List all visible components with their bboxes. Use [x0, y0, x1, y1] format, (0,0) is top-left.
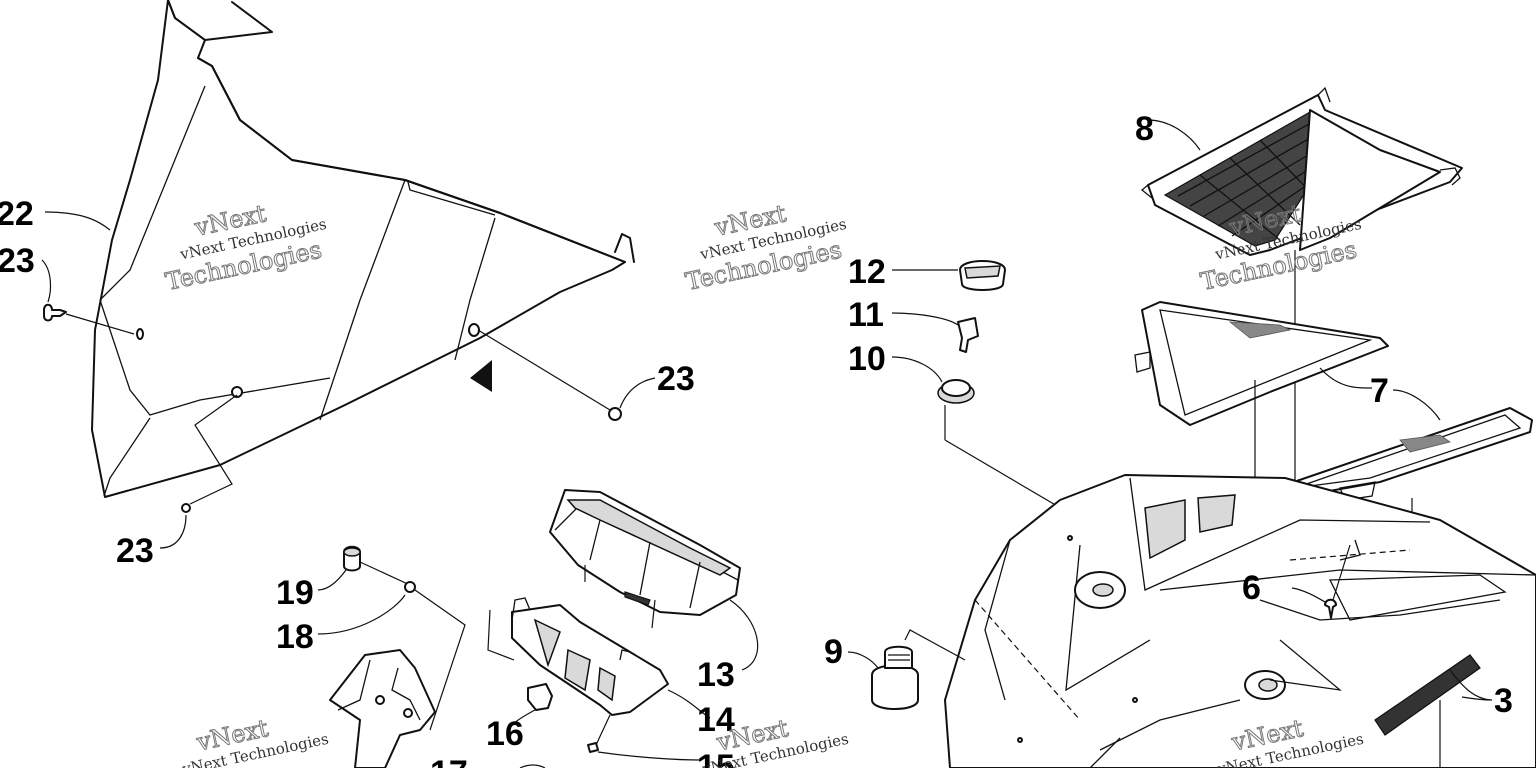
leader-22 [44, 211, 111, 231]
watermark-bottom-left: vNext vNext Technologies [180, 714, 330, 768]
callout-7: 7 [1370, 372, 1389, 410]
leader-23-right [619, 377, 656, 409]
bolt-part-16 [511, 683, 553, 726]
leader-3b [1449, 669, 1491, 701]
callout-18: 18 [276, 618, 314, 656]
watermark-top-left: vNext vNext Technologies Technologies [163, 199, 329, 297]
callout-9: 9 [824, 633, 843, 671]
arrow-marker-icon [470, 360, 492, 392]
callout-8: 8 [1135, 110, 1154, 148]
windshield-part-22 [91, 0, 635, 498]
callout-19: 19 [276, 574, 314, 612]
screw-part-23-left [43, 303, 135, 335]
leader-23-left [41, 259, 52, 303]
callout-12: 12 [848, 253, 886, 291]
leader-3 [1461, 696, 1493, 701]
callout-17: 17 [430, 754, 468, 768]
callout-11: 11 [848, 296, 884, 334]
callout-13: 13 [697, 656, 735, 694]
leader-11 [891, 312, 959, 326]
bolt-part-19 [317, 545, 411, 591]
callout-23-left: 23 [0, 242, 35, 280]
lid-part-7-left [1134, 301, 1389, 505]
callout-14: 14 [697, 701, 735, 739]
callout-10: 10 [848, 340, 886, 378]
key-cap-part-12 [959, 260, 1006, 291]
callout-3: 3 [1494, 682, 1513, 720]
switch-part-9 [847, 629, 966, 710]
screw-part-6 [1291, 539, 1361, 619]
callout-23-bottom: 23 [116, 532, 154, 570]
leader-10 [891, 356, 943, 383]
callout-23-right: 23 [657, 360, 695, 398]
hood-dash-part-3 [944, 474, 1536, 768]
watermark-bottom-right: vNext vNext Technologies [1215, 714, 1365, 768]
callout-22: 22 [0, 195, 34, 233]
callout-16: 16 [486, 715, 524, 753]
watermark-top-center: vNext vNext Technologies Technologies [683, 199, 849, 297]
bracket-part-14 [487, 597, 711, 746]
leader-23-bottom [159, 514, 187, 549]
washer-part-18 [317, 581, 466, 731]
screw-part-23-right [477, 329, 622, 421]
mount-bracket-part-17 [329, 649, 546, 768]
washer-part-23-bottom [181, 394, 238, 513]
callout-6: 6 [1242, 569, 1261, 607]
nut-part-15 [587, 742, 701, 761]
gauge-pod-part-13 [549, 489, 759, 671]
storage-tray-part-8 [1140, 86, 1463, 480]
callout-15: 15 [697, 748, 735, 768]
ignition-key-part-11 [957, 317, 979, 353]
